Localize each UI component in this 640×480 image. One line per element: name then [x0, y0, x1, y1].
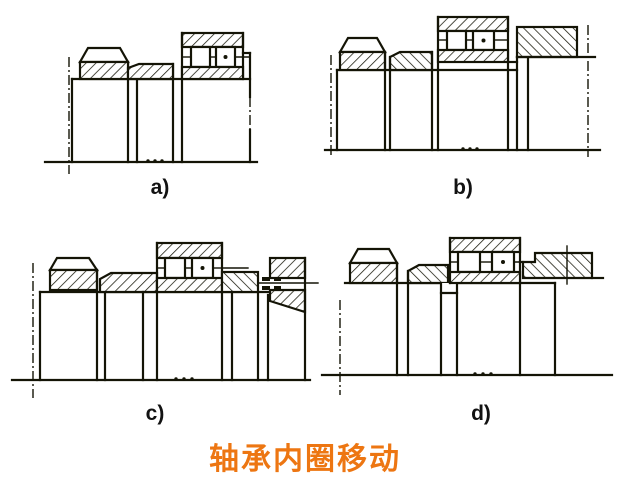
caption: 轴承内圈移动 — [209, 443, 401, 476]
panel-b-locknut-cap — [338, 36, 387, 54]
panel-c-bearing — [155, 241, 249, 382]
panel-c-locknut-cap — [48, 256, 100, 272]
panel-label-d: d) — [471, 402, 491, 425]
panel-d-locknut — [348, 261, 399, 285]
panel-c-tapered-bearing — [266, 256, 307, 382]
panel-label-c: c) — [145, 402, 165, 425]
panel-d-bearing — [448, 236, 536, 377]
panel-d-spacer-sleeve — [406, 263, 450, 285]
panel-d-shaft-notch — [439, 283, 459, 295]
panel-c-inner-spacer — [220, 270, 260, 294]
panel-c-spacer-sleeve — [98, 271, 159, 294]
panel-b-shoulder-ring — [515, 25, 579, 59]
panel-b-bearing — [436, 15, 510, 152]
panel-a-spacer-sleeve — [126, 62, 175, 81]
panel-b-spacer-sleeve — [388, 50, 434, 72]
panel-b-locknut — [338, 50, 387, 72]
panel-b-drawing — [323, 15, 602, 158]
panel-a-bearing — [180, 31, 251, 164]
panel-label-a: a) — [150, 176, 170, 199]
panel-d-shoulder-ring — [521, 251, 594, 280]
panel-c-locknut — [48, 268, 99, 292]
panel-a-locknut — [78, 60, 130, 81]
panel-d-locknut-cap — [348, 247, 399, 265]
panel-a-locknut-cap — [78, 46, 130, 64]
panel-label-b: b) — [453, 176, 473, 199]
panel-a-drawing — [43, 31, 259, 174]
panel-c-drawing — [10, 241, 319, 398]
panel-d-drawing — [320, 236, 614, 395]
